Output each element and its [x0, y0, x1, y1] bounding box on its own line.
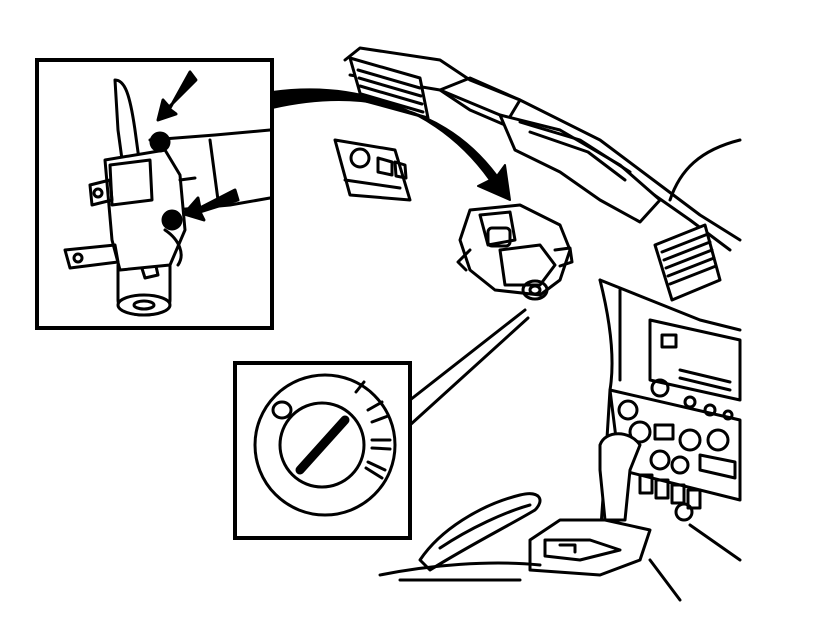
- windshield-edge: [668, 138, 742, 202]
- upper-screw: [149, 131, 171, 153]
- radio-unit: [648, 318, 742, 421]
- gear-shifter: [528, 432, 652, 577]
- key-cylinder-detail-callout: [233, 308, 530, 540]
- handbrake-lever: [418, 492, 542, 572]
- callout-leader: [408, 308, 530, 427]
- arrow-icon: [156, 70, 198, 122]
- left-air-vent: [348, 56, 430, 120]
- key-cylinder-face: [278, 401, 366, 489]
- key-position-marks: [354, 380, 392, 480]
- pointer-arrow-to-ignition: [271, 88, 511, 201]
- lock-indicator-icon: [271, 400, 293, 420]
- ignition-assembly: [456, 203, 574, 301]
- dashboard-scene: [333, 46, 742, 602]
- center-console-outline: [598, 278, 742, 332]
- key-slot: [295, 415, 350, 475]
- arrow-icon: [271, 88, 511, 201]
- floor-line: [378, 561, 542, 577]
- right-air-vent: [653, 223, 722, 302]
- arrow-icon: [182, 188, 240, 222]
- lower-screw: [161, 209, 183, 231]
- lighting-switch-cluster: [333, 138, 412, 202]
- dashboard-upper-panel: [438, 76, 522, 127]
- ignition-switch-detail-callout: [35, 58, 274, 330]
